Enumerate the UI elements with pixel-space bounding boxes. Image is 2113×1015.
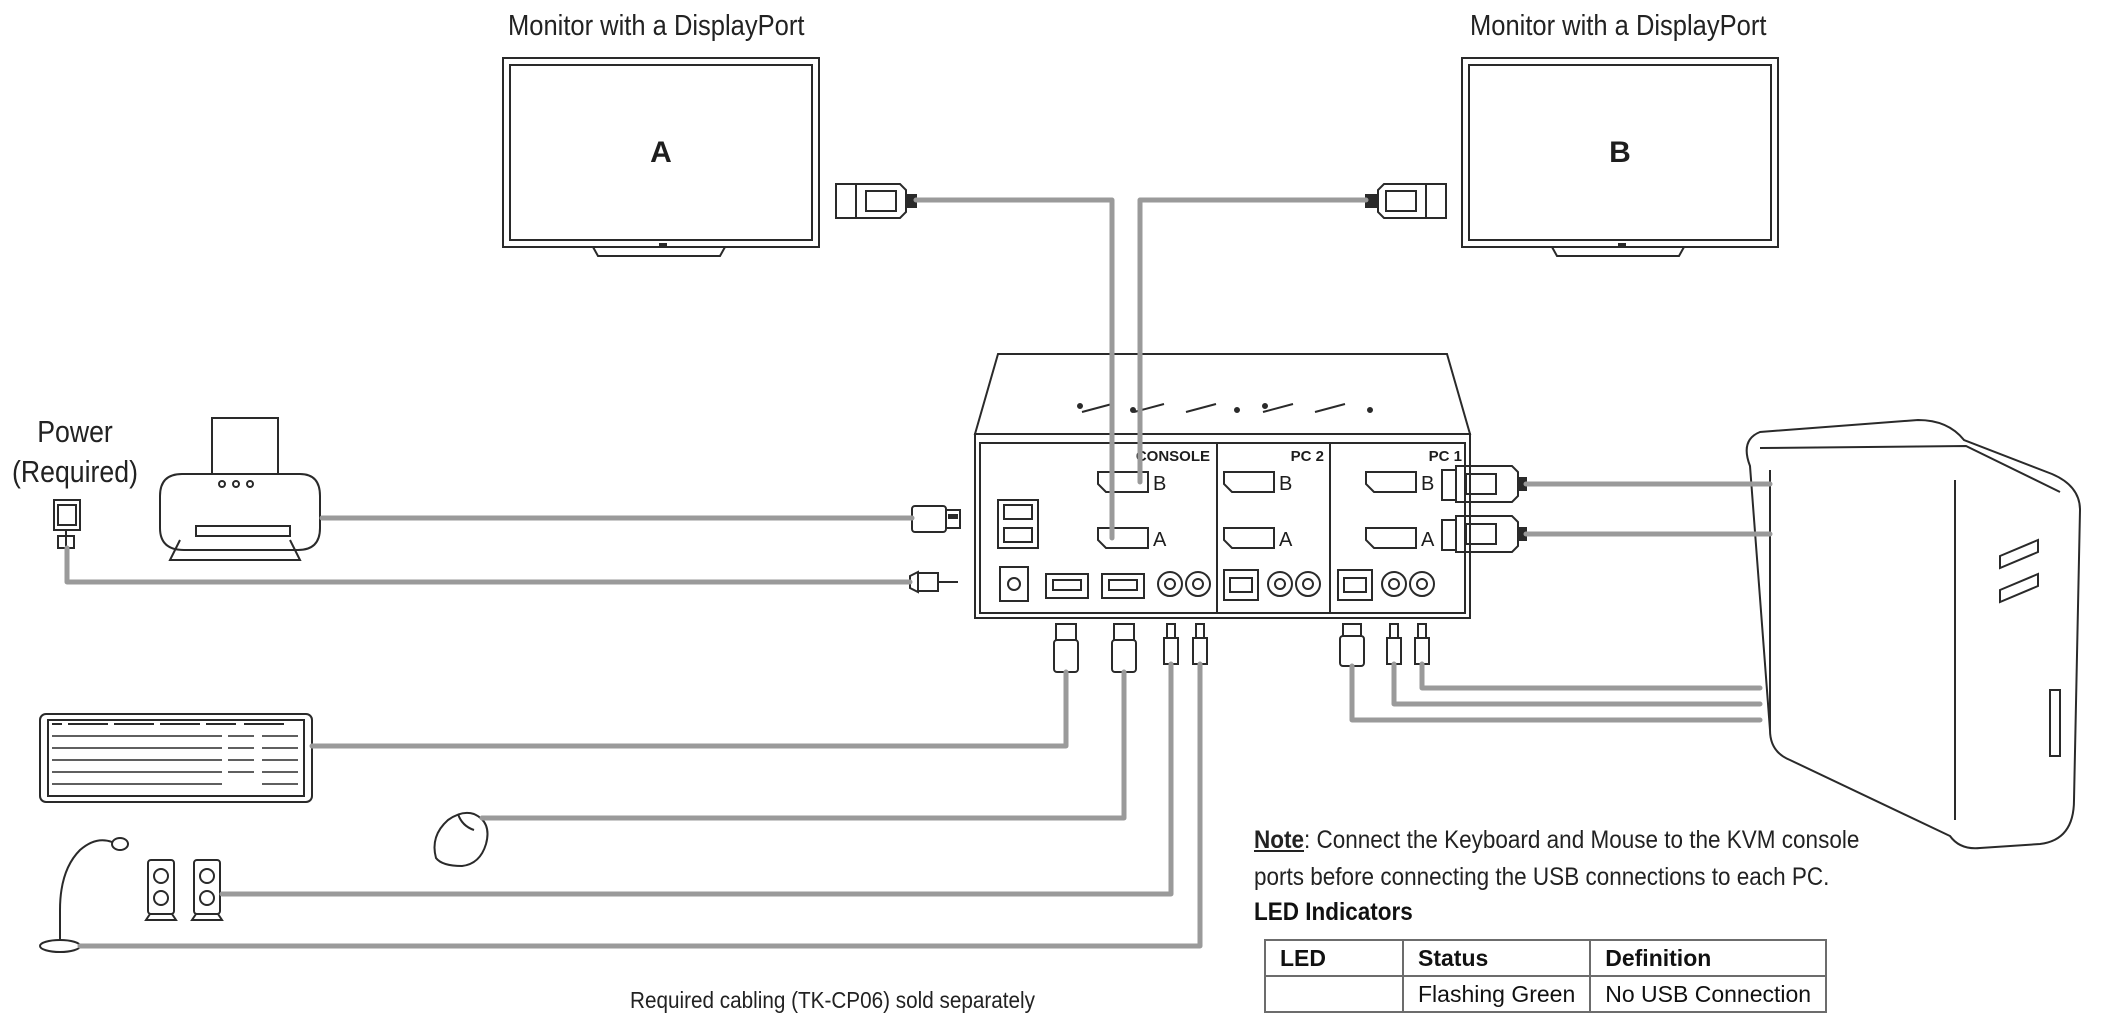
- power-label: Power (Required): [11, 412, 140, 492]
- led-col-header: LED: [1264, 939, 1404, 977]
- table-cell: [1264, 975, 1404, 1013]
- power-label-line2: (Required): [12, 454, 138, 489]
- speakers: [144, 859, 224, 921]
- table-cell: Flashing Green: [1401, 975, 1592, 1013]
- monitor-a-letter: A: [650, 136, 672, 169]
- printer: [159, 417, 321, 561]
- audio-plugs-console: [1163, 623, 1208, 665]
- table-cell: No USB Connection: [1589, 975, 1828, 1013]
- monitor-a-label: Monitor with a DisplayPort: [508, 10, 805, 42]
- console-port-letter-a: A: [1153, 529, 1167, 551]
- monitor-b: [1461, 57, 1779, 257]
- keyboard-usb-plug: [1053, 623, 1079, 673]
- kvm-section-pc2: PC 2: [1291, 448, 1324, 465]
- connection-note: Note: Connect the Keyboard and Mouse to …: [1254, 822, 1859, 896]
- definition-col-header: Definition: [1589, 939, 1828, 977]
- status-col-header: Status: [1401, 939, 1592, 977]
- kvm-switch: [973, 353, 1472, 619]
- pc1-usb-b-plug: [1339, 623, 1365, 667]
- printer-usb-plug: [911, 505, 961, 533]
- power-barrel-plug: [909, 570, 958, 594]
- displayport-plug-b: [1365, 183, 1447, 219]
- console-port-letter-b: B: [1153, 473, 1166, 495]
- displayport-plug-a: [835, 183, 917, 219]
- monitor-a: [502, 57, 820, 257]
- cabling-note: Required cabling (TK-CP06) sold separate…: [630, 987, 1035, 1013]
- pc1-displayport-plugs: [1441, 465, 1527, 553]
- pc2-port-letter-b: B: [1279, 473, 1292, 495]
- cables: [64, 197, 1773, 949]
- pc1-port-letter-a: A: [1421, 529, 1435, 551]
- keyboard: [39, 713, 313, 803]
- kvm-section-pc1: PC 1: [1429, 448, 1462, 465]
- mouse: [433, 811, 489, 868]
- note-lead: Note: [1254, 826, 1305, 854]
- led-indicators-title: LED Indicators: [1254, 898, 1413, 926]
- mouse-usb-plug: [1111, 623, 1137, 673]
- monitor-b-label: Monitor with a DisplayPort: [1470, 10, 1767, 42]
- pc-tower: [1745, 418, 2082, 850]
- note-line1: : Connect the Keyboard and Mouse to the …: [1304, 826, 1860, 854]
- table-row: Flashing Green No USB Connection: [1264, 975, 1828, 1013]
- audio-plugs-pc1: [1386, 623, 1430, 665]
- power-label-line1: Power: [37, 414, 113, 449]
- microphone: [39, 837, 129, 953]
- pc1-port-letter-b: B: [1421, 473, 1434, 495]
- led-table-header: LED Status Definition: [1264, 939, 1828, 977]
- monitor-b-letter: B: [1609, 136, 1631, 169]
- led-table: LED Status Definition Flashing Green No …: [1264, 939, 1828, 1013]
- pc2-port-letter-a: A: [1279, 529, 1293, 551]
- power-outlet: [53, 499, 81, 549]
- kvm-section-console: CONSOLE: [1136, 448, 1210, 465]
- note-line2: ports before connecting the USB connecti…: [1254, 863, 1830, 891]
